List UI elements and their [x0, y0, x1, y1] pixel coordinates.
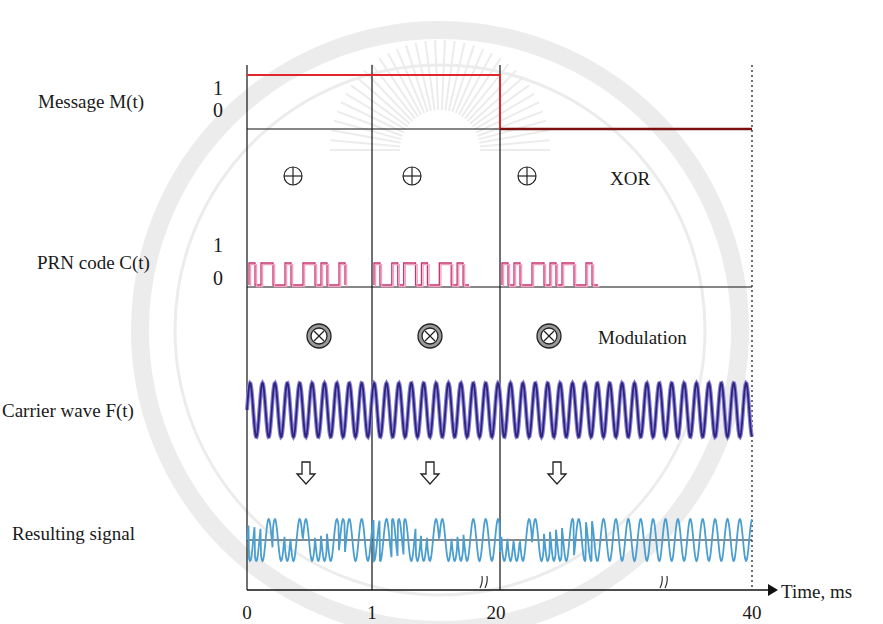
- message-signal: [500, 128, 752, 131]
- xor-symbol: [518, 167, 536, 185]
- operation-name: Modulation: [598, 328, 687, 347]
- message-signal: [247, 75, 500, 129]
- signal-name: PRN code C(t): [37, 253, 150, 272]
- down-arrow: [421, 462, 439, 484]
- prn-code: [374, 263, 469, 285]
- tick-value: 40: [743, 603, 762, 622]
- modulation-symbol: [537, 324, 561, 348]
- down-arrow: [548, 462, 566, 484]
- prn-code: [504, 265, 600, 287]
- signal-name: Message M(t): [38, 92, 144, 111]
- tick-value: 20: [487, 603, 506, 622]
- axis-arrowhead: [768, 584, 778, 596]
- level-value: 1: [213, 235, 223, 255]
- carrier-wave: [247, 383, 752, 437]
- axis-break: [660, 576, 667, 588]
- xor-symbol: [284, 167, 302, 185]
- down-arrow: [297, 462, 315, 484]
- axis-break: [480, 576, 487, 588]
- resulting-signal: [247, 519, 752, 561]
- prn-code: [376, 265, 471, 287]
- level-value: 0: [213, 268, 223, 288]
- carrier-wave: [247, 383, 752, 437]
- grid-lines: [247, 65, 768, 590]
- operation-name: XOR: [610, 169, 650, 188]
- axis-title: Time, ms: [781, 582, 852, 601]
- tick-value: 0: [242, 603, 252, 622]
- level-value: 1: [213, 78, 223, 98]
- signal-name: Carrier wave F(t): [2, 401, 134, 420]
- level-value: 0: [213, 100, 223, 120]
- prn-code: [502, 263, 598, 285]
- xor-symbol: [403, 167, 421, 185]
- modulation-symbol: [418, 324, 442, 348]
- modulation-symbol: [307, 324, 331, 348]
- tick-value: 1: [367, 603, 377, 622]
- prn-code: [249, 263, 345, 285]
- signal-name: Resulting signal: [12, 524, 135, 543]
- prn-code: [251, 265, 347, 287]
